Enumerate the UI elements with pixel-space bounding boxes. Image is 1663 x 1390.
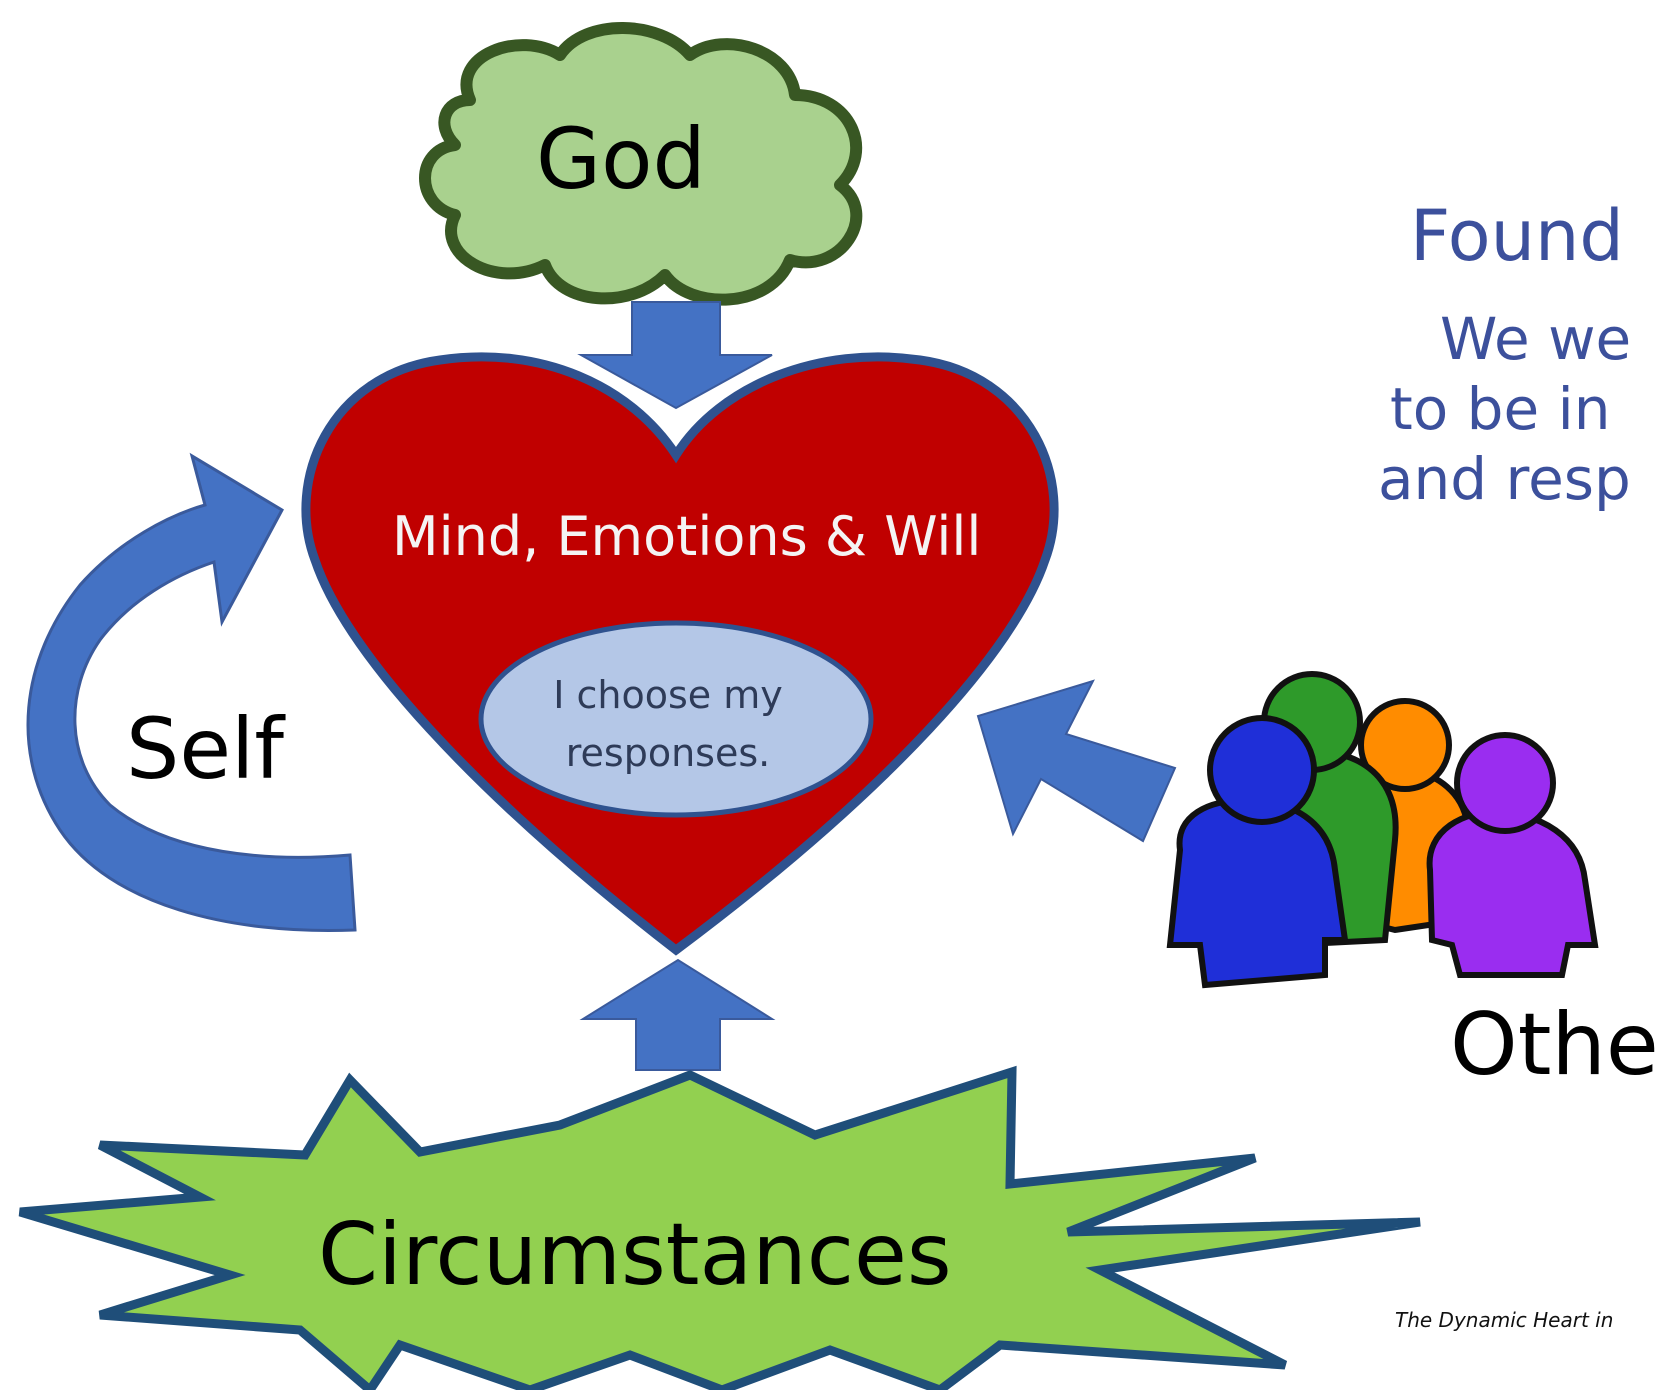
- foundation-line: to be in: [1390, 375, 1611, 443]
- person-purple-icon: [1426, 732, 1599, 978]
- self-label: Self: [126, 700, 284, 798]
- person-blue-icon: [1166, 715, 1349, 989]
- heart-label: Mind, Emotions & Will: [392, 505, 982, 568]
- circumstances-starburst-icon: [18, 1065, 1421, 1390]
- foundation-line: and resp: [1378, 445, 1631, 513]
- god-label: God: [536, 110, 706, 208]
- others-label: Others: [1450, 995, 1663, 1095]
- god-cloud-icon: [419, 22, 863, 306]
- self-circular-arrow-icon: [26, 452, 357, 932]
- arrow-others-to-heart: [976, 679, 1177, 843]
- responses-oval: [478, 620, 874, 818]
- people-group-icon: [1166, 671, 1599, 989]
- arrow-circumstances-to-heart: [579, 958, 776, 1071]
- foundation-line: We we: [1440, 305, 1632, 373]
- arrow-god-to-heart: [577, 301, 773, 410]
- core-response-label: I choose my responses.: [553, 673, 783, 775]
- citation-text: The Dynamic Heart in: [1395, 1308, 1614, 1332]
- circumstances-label: Circumstances: [318, 1205, 952, 1305]
- foundation-title: Found: [1410, 195, 1624, 277]
